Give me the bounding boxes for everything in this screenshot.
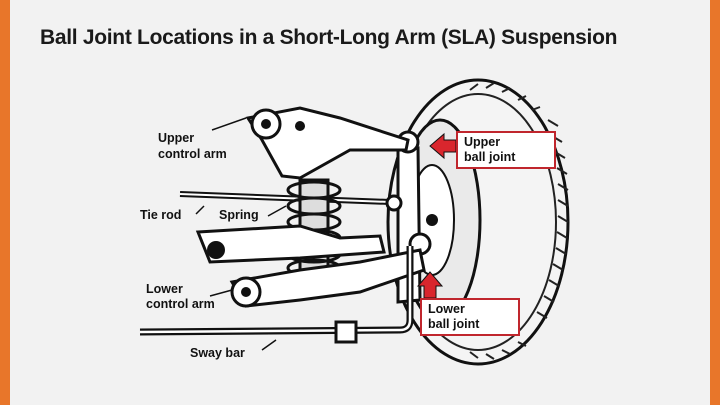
lower-control-arm-label-line2: control arm [146,297,215,311]
leader-lines [195,117,287,351]
upper-ball-joint-label-line1: Upper [464,135,501,149]
lower-ball-joint-callout: Lower ball joint [420,298,520,336]
upper-ball-joint-label-line2: ball joint [464,150,516,164]
upper-ball-joint-callout: Upper ball joint [456,131,556,169]
tie-rod [179,191,403,212]
tie-rod-label: Tie rod [140,208,181,222]
upper-control-arm-label-line1: Upper [158,131,194,145]
upper-control-arm-label-line2: control arm [158,147,227,161]
sway-bar-label: Sway bar [190,346,245,360]
lower-control-arm-label-line1: Lower [146,282,183,296]
upper-control-arm [245,106,410,180]
lower-ball-joint-label-line1: Lower [428,302,465,316]
frame-member [195,224,386,264]
lower-control-arm [229,248,426,308]
lower-ball-joint-label-line2: ball joint [428,317,480,331]
spring-label: Spring [219,208,259,222]
sway-bar [139,246,414,344]
slide-title: Ball Joint Locations in a Short-Long Arm… [40,26,618,49]
